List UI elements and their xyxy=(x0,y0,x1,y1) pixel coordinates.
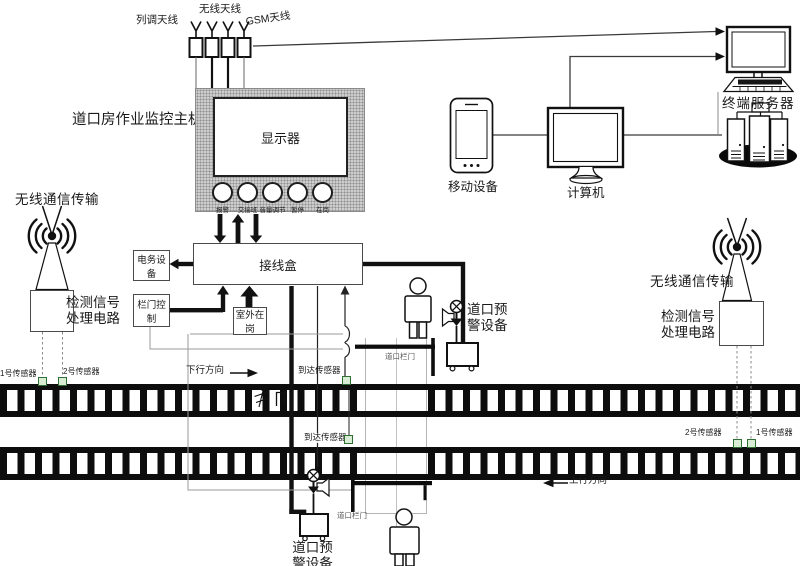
right-processor-box xyxy=(719,301,764,346)
right-sensor2-label: 2号传感器 xyxy=(685,428,722,437)
gate-lower xyxy=(351,471,432,512)
mobile-device-label: 移动设备 xyxy=(448,180,499,194)
sensor-drop-wires xyxy=(42,332,752,439)
host-button-shift xyxy=(237,182,258,203)
person-upper-icon xyxy=(404,277,432,339)
left-sensor2-label: 2号传感器 xyxy=(63,367,100,376)
direction-up-arrow xyxy=(543,478,568,488)
left-antenna-icon xyxy=(27,205,77,291)
host-button-volume-label: 音量调节 xyxy=(259,207,286,214)
sensor-marker-left-1 xyxy=(38,377,47,386)
outdoor-on-duty-box: 室外在岗 xyxy=(233,307,267,335)
sensor-marker-right-1 xyxy=(747,439,756,448)
arrival-sensor-marker-lower xyxy=(344,435,353,444)
track2-rail-bottom xyxy=(0,474,800,480)
frame-wires xyxy=(149,327,352,491)
arrival-sensor-marker-upper xyxy=(342,376,351,385)
warning-device-lower-icon xyxy=(299,468,330,542)
label-train-dispatch-antenna: 列调天线 xyxy=(136,14,178,26)
gate-upper xyxy=(355,338,435,376)
sensor-marker-right-2 xyxy=(733,439,742,448)
track-scribble xyxy=(254,386,286,408)
arrow-to-server-bottom xyxy=(715,52,725,61)
antenna-array-icon xyxy=(190,21,250,38)
road-center-line xyxy=(396,338,397,513)
monitor-junction-arrows xyxy=(213,214,263,243)
right-processor-label: 检测信号处理电路 xyxy=(661,309,715,341)
warning-lower-label: 道口预警设备 xyxy=(292,540,333,566)
host-button-shift-label: 交接班 xyxy=(237,207,258,214)
junction-heavy-cables xyxy=(169,258,466,514)
computer-label: 计算机 xyxy=(567,186,605,200)
sensor-marker-left-2 xyxy=(58,377,67,386)
label-wireless-antenna: 无线天线 xyxy=(199,3,241,15)
host-button-pause-label: 暂停 xyxy=(291,207,304,214)
arrow-into-junction xyxy=(340,285,350,295)
direction-down-arrow xyxy=(230,368,258,378)
right-wireless-label: 无线通信传输 xyxy=(650,274,734,289)
terminal-server-icon xyxy=(719,25,797,168)
right-sensor1-label: 1号传感器 xyxy=(756,428,793,437)
host-button-pause xyxy=(287,182,308,203)
antenna-receiver-boxes xyxy=(188,37,252,58)
left-sensor1-label: 1号传感器 xyxy=(0,369,37,378)
host-button-onduty-label: 在岗 xyxy=(316,207,329,214)
track1-rail-bottom xyxy=(0,411,800,417)
host-button-volume xyxy=(262,182,283,203)
arrival-sensor-lower-label: 到达传感器 xyxy=(303,432,348,443)
gate-upper-label: 道口栏门 xyxy=(385,352,415,361)
right-antenna-icon xyxy=(712,217,762,302)
junction-box: 接线盒 xyxy=(193,243,363,285)
person-lower-icon xyxy=(389,508,420,566)
track1-rail-top xyxy=(0,384,800,390)
host-button-onduty xyxy=(312,182,333,203)
left-processor-box xyxy=(30,290,74,332)
gate-lower-label: 道口栏门 xyxy=(337,511,367,520)
warning-device-upper-icon xyxy=(441,299,479,372)
display-screen: 显示器 xyxy=(213,97,348,177)
telecom-equipment-box: 电务设备 xyxy=(133,250,170,281)
arrow-to-server-top xyxy=(715,27,725,36)
antenna-drop-lines xyxy=(195,57,245,88)
direction-up-label: 上行方向 xyxy=(569,475,608,486)
mobile-device-icon xyxy=(449,97,494,174)
arrival-sensor-upper-label: 到达传感器 xyxy=(298,365,341,375)
host-button-alarm-label: 报警 xyxy=(216,207,229,214)
track2-rail-top xyxy=(0,447,800,453)
warning-upper-label: 道口预警设备 xyxy=(467,302,508,334)
gate-control-box: 栏门控制 xyxy=(133,294,170,327)
host-button-alarm xyxy=(212,182,233,203)
left-processor-label: 检测信号处理电路 xyxy=(66,295,120,327)
host-title: 道口房作业监控主机 xyxy=(72,112,203,128)
uplink-wires xyxy=(252,30,722,136)
direction-down-label: 下行方向 xyxy=(186,365,225,376)
computer-icon xyxy=(546,106,625,185)
terminal-server-label: 终端服务器 xyxy=(722,96,795,111)
left-wireless-label: 无线通信传输 xyxy=(15,192,99,207)
